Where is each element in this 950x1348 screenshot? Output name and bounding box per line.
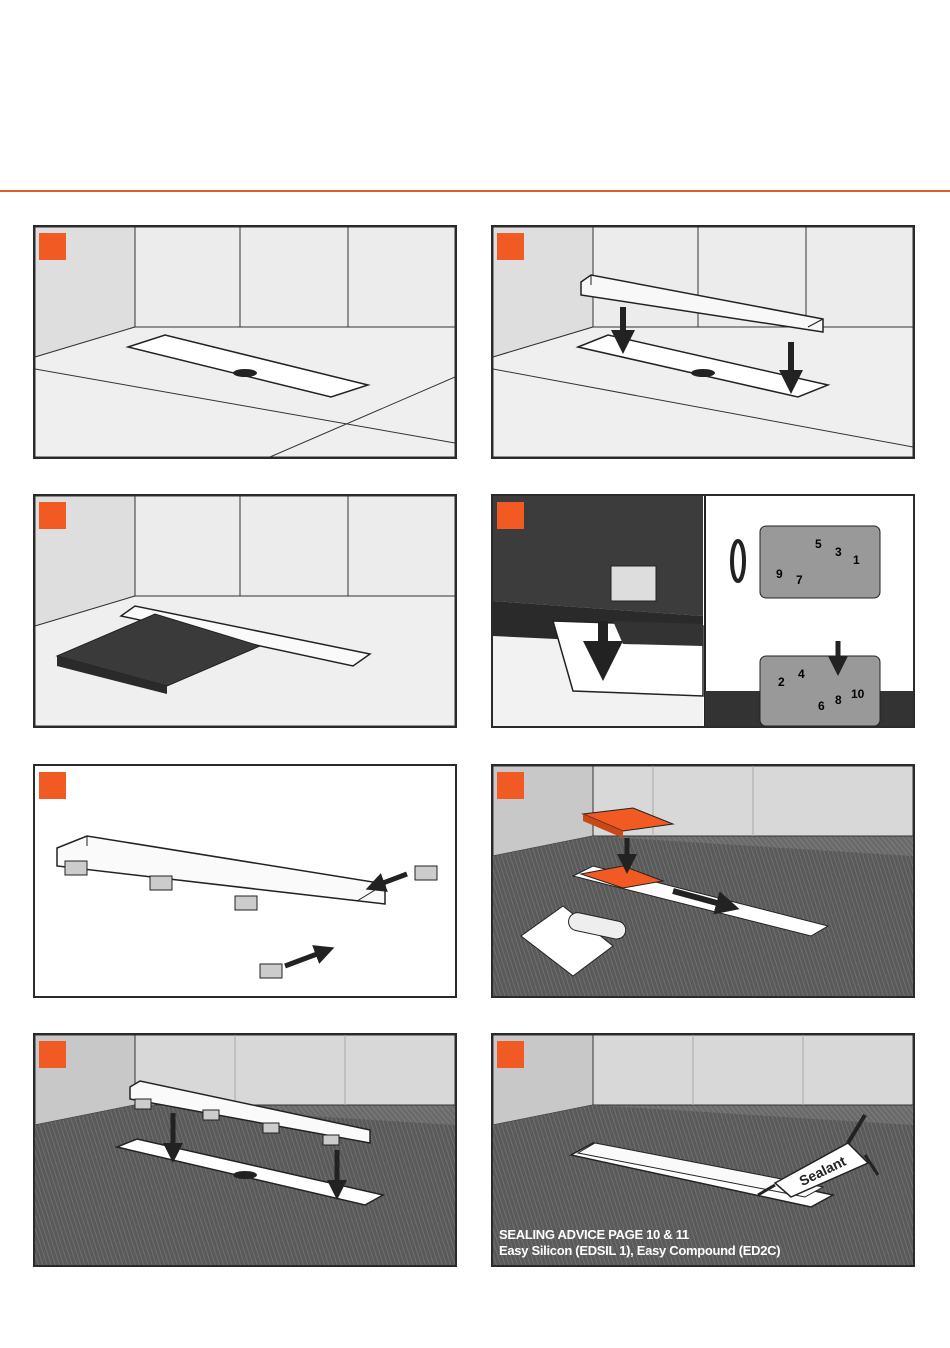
- header-rule: [0, 190, 950, 192]
- step-panel-4: 5 3 1 9 7 2 4 6 8 10: [491, 494, 915, 728]
- step-panel-5: [33, 764, 457, 998]
- clip-number-9: 9: [776, 567, 783, 581]
- clip-number-3: 3: [835, 545, 842, 559]
- clip-number-5: 5: [815, 537, 822, 551]
- step-marker: [39, 1041, 66, 1068]
- clip-number-4: 4: [798, 667, 805, 681]
- step-panel-7: [33, 1033, 457, 1267]
- adhesive-tile-spreading-illustration: [493, 766, 913, 996]
- sealing-advice-line-2: Easy Silicon (EDSIL 1), Easy Compound (E…: [499, 1243, 780, 1259]
- step-marker: [497, 502, 524, 529]
- clip-number-2: 2: [778, 675, 785, 689]
- clip-number-10: 10: [851, 687, 865, 701]
- floor-drain-recess-illustration: [35, 227, 455, 457]
- step-panel-3: [33, 494, 457, 728]
- step-panel-1: [33, 225, 457, 459]
- clip-number-7: 7: [796, 573, 803, 587]
- clip-number-8: 8: [835, 693, 842, 707]
- sealing-advice-line-1: SEALING ADVICE PAGE 10 & 11: [499, 1227, 780, 1243]
- step-marker: [497, 233, 524, 260]
- floor-tile-placement-illustration: [35, 496, 455, 726]
- clip-number-1: 1: [853, 553, 860, 567]
- sealing-advice: SEALING ADVICE PAGE 10 & 11 Easy Silicon…: [499, 1227, 780, 1259]
- step-marker: [497, 772, 524, 799]
- clip-number-6: 6: [818, 699, 825, 713]
- drain-frame-lowering-illustration: [493, 227, 913, 457]
- step-marker: [497, 1041, 524, 1068]
- step-panel-6: [491, 764, 915, 998]
- height-clip-adjustment-illustration: 5 3 1 9 7 2 4 6 8 10: [493, 496, 913, 726]
- step-marker: [39, 772, 66, 799]
- step-panel-8: Sealant SEALING ADVICE PAGE 10 & 11 Easy…: [491, 1033, 915, 1267]
- frame-into-tiled-floor-illustration: [35, 1035, 455, 1265]
- step-panel-2: [491, 225, 915, 459]
- step-marker: [39, 233, 66, 260]
- step-marker: [39, 502, 66, 529]
- clips-attachment-illustration: [35, 766, 455, 996]
